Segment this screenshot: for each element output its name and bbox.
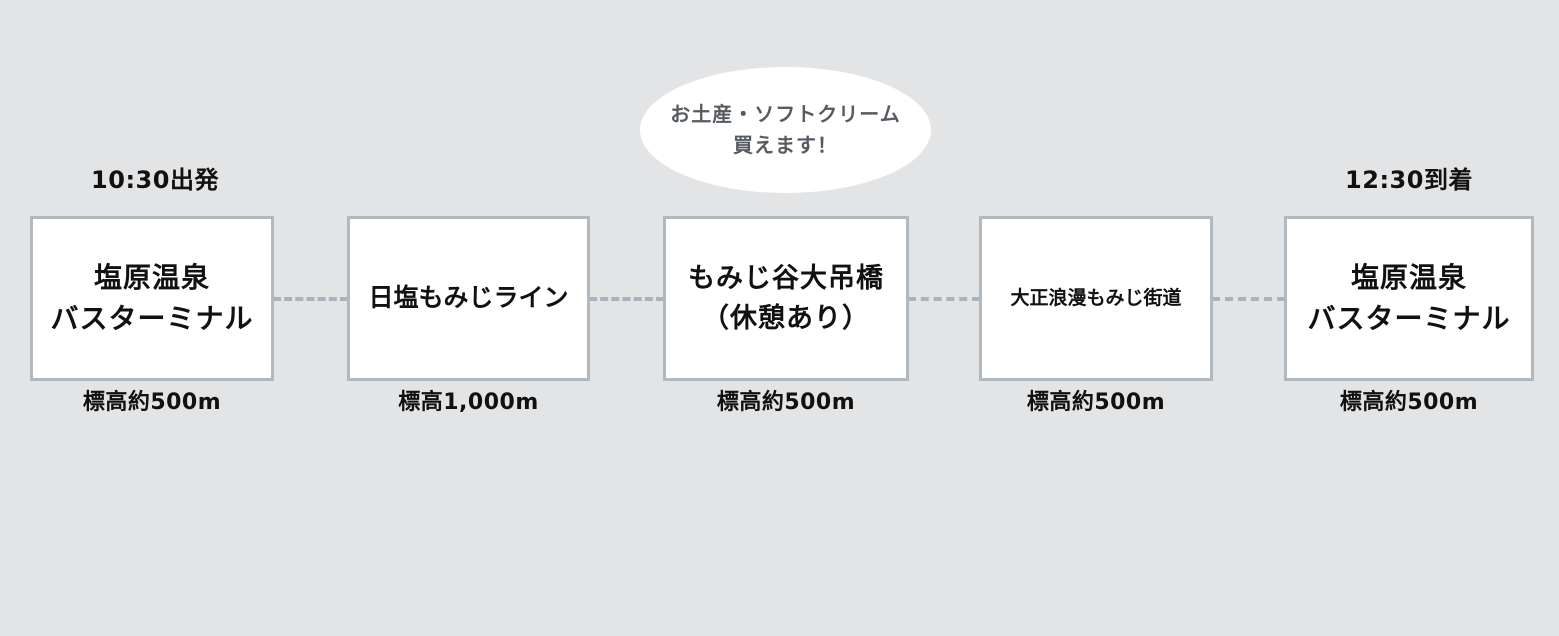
stop-box-romance-road: 大正浪漫もみじ街道 [979, 216, 1213, 381]
stop-elevation: 標高約500m [1339, 390, 1479, 415]
route-connector-2 [589, 297, 664, 301]
stop-name: 塩原温泉 バスターミナル [50, 260, 254, 335]
arrival-time: 12:30到着 [1345, 166, 1473, 194]
stop-box-start-terminal: 塩原温泉 バスターミナル [30, 216, 274, 381]
stop-name: 塩原温泉 バスターミナル [1307, 260, 1511, 335]
callout-text: お土産・ソフトクリーム 買えます！ [670, 102, 901, 157]
souvenir-callout: お土産・ソフトクリーム 買えます！ [640, 67, 931, 193]
stop-elevation: 標高約500m [716, 390, 856, 415]
stop-elevation: 標高約500m [82, 390, 222, 415]
stop-name: もみじ谷大吊橋 （休憩あり） [688, 263, 884, 334]
stop-box-end-terminal: 塩原温泉 バスターミナル [1284, 216, 1534, 381]
stop-name: 日塩もみじライン [368, 283, 569, 313]
departure-time: 10:30出発 [91, 166, 219, 194]
route-connector-4 [1212, 297, 1285, 301]
route-connector-3 [908, 297, 980, 301]
stop-box-suspension-bridge: もみじ谷大吊橋 （休憩あり） [663, 216, 909, 381]
route-connector-1 [273, 297, 348, 301]
stop-elevation: 標高1,000m [398, 390, 539, 415]
stop-name: 大正浪漫もみじ街道 [1010, 286, 1182, 309]
stop-box-momiji-line: 日塩もみじライン [347, 216, 590, 381]
stop-elevation: 標高約500m [1026, 390, 1166, 415]
